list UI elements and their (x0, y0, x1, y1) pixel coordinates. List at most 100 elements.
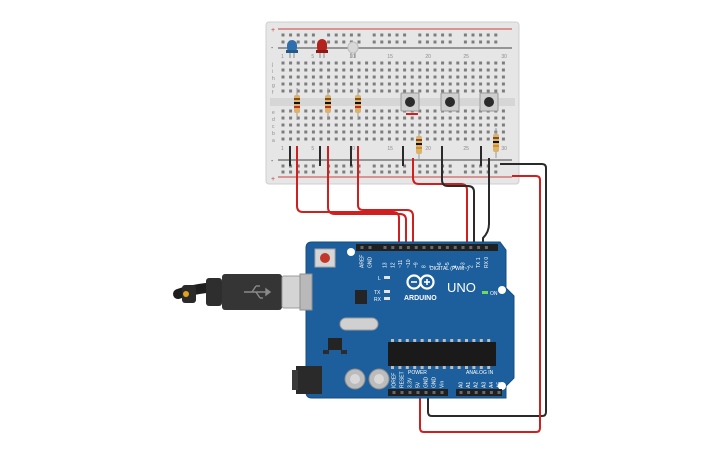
power-pin[interactable] (424, 391, 428, 394)
rail-hole[interactable] (357, 40, 361, 44)
breadboard-hole[interactable] (387, 137, 391, 141)
breadboard-hole[interactable] (425, 137, 429, 141)
breadboard-hole[interactable] (342, 116, 346, 120)
breadboard-hole[interactable] (387, 109, 391, 113)
breadboard-hole[interactable] (372, 89, 376, 93)
breadboard-hole[interactable] (319, 68, 323, 72)
rail-hole[interactable] (425, 40, 429, 44)
rail-hole[interactable] (334, 164, 338, 168)
breadboard-hole[interactable] (410, 82, 414, 86)
breadboard-hole[interactable] (349, 116, 353, 120)
breadboard-hole[interactable] (311, 82, 315, 86)
breadboard-hole[interactable] (433, 82, 437, 86)
breadboard-hole[interactable] (471, 137, 475, 141)
breadboard-hole[interactable] (281, 123, 285, 127)
rail-hole[interactable] (281, 33, 285, 37)
breadboard-hole[interactable] (319, 116, 323, 120)
rail-hole[interactable] (380, 170, 384, 174)
breadboard-hole[interactable] (304, 89, 308, 93)
rail-hole[interactable] (372, 40, 376, 44)
breadboard-hole[interactable] (365, 75, 369, 79)
breadboard-hole[interactable] (334, 130, 338, 134)
breadboard-hole[interactable] (433, 89, 437, 93)
breadboard-hole[interactable] (418, 116, 422, 120)
rail-hole[interactable] (403, 170, 407, 174)
breadboard-hole[interactable] (425, 123, 429, 127)
breadboard-hole[interactable] (289, 82, 293, 86)
digital-pin[interactable] (477, 246, 481, 249)
breadboard-hole[interactable] (448, 61, 452, 65)
breadboard-hole[interactable] (448, 82, 452, 86)
rail-hole[interactable] (342, 33, 346, 37)
breadboard-hole[interactable] (479, 82, 483, 86)
breadboard-hole[interactable] (372, 68, 376, 72)
breadboard-hole[interactable] (342, 123, 346, 127)
breadboard-hole[interactable] (494, 89, 498, 93)
rail-hole[interactable] (349, 33, 353, 37)
breadboard-hole[interactable] (387, 82, 391, 86)
breadboard-hole[interactable] (365, 123, 369, 127)
breadboard-hole[interactable] (296, 123, 300, 127)
rail-hole[interactable] (463, 33, 467, 37)
breadboard-hole[interactable] (334, 116, 338, 120)
rail-hole[interactable] (304, 40, 308, 44)
blue-led[interactable] (286, 40, 298, 58)
breadboard-hole[interactable] (380, 82, 384, 86)
breadboard-hole[interactable] (486, 61, 490, 65)
breadboard-hole[interactable] (403, 82, 407, 86)
breadboard-hole[interactable] (281, 109, 285, 113)
breadboard-hole[interactable] (494, 116, 498, 120)
breadboard-hole[interactable] (418, 109, 422, 113)
breadboard-hole[interactable] (349, 89, 353, 93)
analog-pin[interactable] (467, 391, 471, 394)
breadboard-hole[interactable] (327, 89, 331, 93)
breadboard-hole[interactable] (448, 75, 452, 79)
breadboard-hole[interactable] (463, 109, 467, 113)
rail-hole[interactable] (418, 170, 422, 174)
rail-hole[interactable] (296, 40, 300, 44)
breadboard-hole[interactable] (456, 61, 460, 65)
breadboard-hole[interactable] (372, 75, 376, 79)
breadboard-hole[interactable] (425, 68, 429, 72)
rail-hole[interactable] (425, 170, 429, 174)
breadboard-hole[interactable] (501, 130, 505, 134)
rail-hole[interactable] (463, 40, 467, 44)
breadboard-hole[interactable] (319, 89, 323, 93)
rail-hole[interactable] (494, 164, 498, 168)
breadboard-hole[interactable] (471, 61, 475, 65)
breadboard-hole[interactable] (319, 61, 323, 65)
digital-pin[interactable] (461, 246, 465, 249)
rail-hole[interactable] (433, 33, 437, 37)
resistor-2[interactable] (325, 88, 331, 120)
breadboard-hole[interactable] (327, 61, 331, 65)
breadboard-hole[interactable] (387, 68, 391, 72)
breadboard-hole[interactable] (380, 123, 384, 127)
breadboard-hole[interactable] (463, 123, 467, 127)
breadboard-hole[interactable] (289, 89, 293, 93)
analog-header[interactable] (456, 389, 502, 396)
breadboard-hole[interactable] (433, 109, 437, 113)
breadboard-hole[interactable] (387, 130, 391, 134)
breadboard-hole[interactable] (456, 116, 460, 120)
breadboard-hole[interactable] (425, 130, 429, 134)
rail-hole[interactable] (463, 164, 467, 168)
pushbutton-3[interactable] (479, 92, 499, 112)
breadboard-hole[interactable] (486, 75, 490, 79)
breadboard-hole[interactable] (456, 68, 460, 72)
breadboard-hole[interactable] (501, 82, 505, 86)
breadboard-hole[interactable] (486, 137, 490, 141)
rail-hole[interactable] (334, 170, 338, 174)
rail-hole[interactable] (448, 40, 452, 44)
breadboard-hole[interactable] (365, 137, 369, 141)
breadboard-hole[interactable] (471, 130, 475, 134)
breadboard-hole[interactable] (403, 123, 407, 127)
breadboard-hole[interactable] (395, 109, 399, 113)
rail-hole[interactable] (441, 33, 445, 37)
breadboard-hole[interactable] (349, 68, 353, 72)
breadboard-hole[interactable] (281, 75, 285, 79)
breadboard-hole[interactable] (395, 123, 399, 127)
breadboard-hole[interactable] (441, 61, 445, 65)
breadboard-hole[interactable] (380, 75, 384, 79)
rail-hole[interactable] (395, 40, 399, 44)
rail-hole[interactable] (418, 164, 422, 168)
